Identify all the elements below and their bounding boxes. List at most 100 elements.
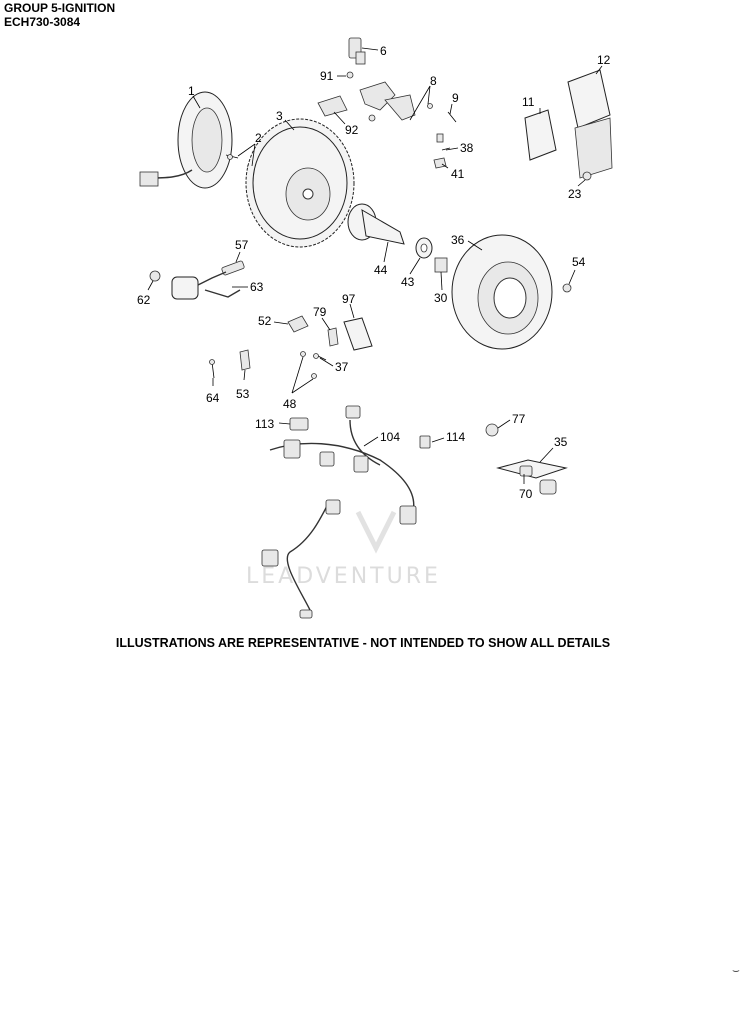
part-sensor[interactable] [348, 37, 366, 65]
part-41-clip[interactable] [433, 157, 447, 169]
svg-text:38: 38 [460, 141, 474, 155]
callout-77[interactable]: 77 [497, 412, 526, 429]
callout-92[interactable]: 92 [333, 111, 359, 137]
svg-text:6: 6 [380, 44, 387, 58]
part-43-washer[interactable] [415, 237, 433, 259]
callout-64[interactable]: 64 [206, 378, 220, 405]
svg-text:43: 43 [401, 275, 415, 289]
watermark-text: LEADVENTURE [246, 564, 441, 589]
disclaimer-note: ILLUSTRATIONS ARE REPRESENTATIVE - NOT I… [115, 636, 611, 650]
part-52-pad[interactable] [287, 315, 309, 333]
svg-text:48: 48 [283, 397, 297, 411]
svg-text:37: 37 [335, 360, 349, 374]
callout-30[interactable]: 30 [434, 271, 448, 305]
part-12-ecu-module[interactable] [567, 69, 613, 179]
svg-text:79: 79 [313, 305, 327, 319]
svg-text:97: 97 [342, 292, 356, 306]
group-title: GROUP 5-IGNITION [4, 1, 116, 15]
callout-57[interactable]: 57 [235, 238, 249, 263]
callout-97[interactable]: 97 [342, 292, 356, 319]
callout-9[interactable]: 9 [449, 91, 459, 115]
part-38-screw[interactable] [436, 133, 451, 151]
part-8-bracket[interactable] [359, 81, 433, 122]
callout-36[interactable]: 36 [451, 233, 483, 251]
svg-text:70: 70 [519, 487, 533, 501]
callout-41[interactable]: 41 [441, 163, 465, 181]
part-9-screw[interactable] [447, 111, 457, 123]
svg-text:92: 92 [345, 123, 359, 137]
part-57-spark-plug[interactable] [221, 260, 245, 276]
part-62-clip[interactable] [149, 270, 161, 282]
callout-63[interactable]: 63 [232, 280, 264, 294]
callout-113[interactable]: 113 [255, 417, 291, 431]
callout-6[interactable]: 6 [361, 44, 387, 58]
model-code: ECH730-3084 [4, 15, 81, 29]
svg-text:44: 44 [374, 263, 388, 277]
svg-text:77: 77 [512, 412, 526, 426]
callout-52[interactable]: 52 [258, 314, 289, 328]
callout-2[interactable]: 2 [237, 131, 262, 167]
part-30-nut[interactable] [434, 257, 448, 273]
part-92-bracket[interactable] [317, 95, 348, 117]
callout-23[interactable]: 23 [568, 179, 586, 201]
part-70-relay[interactable] [519, 465, 557, 495]
part-48-screws[interactable] [300, 351, 317, 379]
svg-text:36: 36 [451, 233, 465, 247]
svg-text:3: 3 [276, 109, 283, 123]
callout-114[interactable]: 114 [431, 430, 465, 444]
part-79-terminal[interactable] [327, 327, 339, 347]
callout-62[interactable]: 62 [137, 280, 154, 307]
callout-12[interactable]: 12 [595, 53, 611, 75]
callout-35[interactable]: 35 [539, 435, 568, 463]
part-stator[interactable] [139, 91, 233, 189]
callout-104[interactable]: 104 [363, 430, 400, 447]
part-113-connector[interactable] [289, 417, 309, 431]
svg-text:2: 2 [255, 131, 262, 145]
part-97-regulator[interactable] [343, 317, 373, 351]
callouts: 1 2 3 6 91 8 9 92 12 11 38 41 23 57 62 6… [137, 44, 611, 501]
watermark: LEADVENTURE [246, 510, 441, 589]
svg-text:8: 8 [430, 74, 437, 88]
callout-54[interactable]: 54 [568, 255, 586, 285]
exploded-parts-diagram: LEADVENTURE [137, 37, 613, 619]
part-53-bracket[interactable] [239, 349, 251, 371]
part-91[interactable] [346, 71, 354, 79]
svg-text:1: 1 [188, 84, 195, 98]
svg-text:53: 53 [236, 387, 250, 401]
part-64-screw[interactable] [209, 359, 215, 379]
callout-79[interactable]: 79 [313, 305, 331, 331]
part-37-screw[interactable] [313, 353, 327, 361]
part-44-shaft[interactable] [347, 203, 405, 245]
callout-43[interactable]: 43 [401, 257, 421, 289]
svg-text:11: 11 [522, 95, 535, 109]
svg-text:62: 62 [137, 293, 151, 307]
part-77-clip[interactable] [485, 423, 499, 437]
part-114-connector[interactable] [419, 435, 431, 449]
callout-48[interactable]: 48 [283, 356, 314, 411]
callout-38[interactable]: 38 [445, 141, 474, 155]
svg-text:104: 104 [380, 430, 400, 444]
callout-91[interactable]: 91 [320, 69, 346, 83]
callout-8[interactable]: 8 [409, 74, 437, 121]
part-23-screw[interactable] [582, 171, 592, 181]
svg-text:23: 23 [568, 187, 582, 201]
callout-44[interactable]: 44 [374, 241, 389, 277]
part-36-fan[interactable] [451, 234, 553, 350]
part-104-wiring-harness[interactable] [261, 405, 417, 619]
callout-70[interactable]: 70 [519, 474, 533, 501]
svg-text:64: 64 [206, 391, 220, 405]
svg-text:63: 63 [250, 280, 264, 294]
svg-text:57: 57 [235, 238, 249, 252]
callout-1[interactable]: 1 [188, 84, 201, 109]
part-flywheel[interactable] [245, 118, 355, 248]
callout-37[interactable]: 37 [319, 357, 349, 374]
callout-3[interactable]: 3 [276, 109, 295, 131]
callout-53[interactable]: 53 [236, 369, 250, 401]
svg-text:41: 41 [451, 167, 465, 181]
svg-text:114: 114 [446, 430, 465, 444]
svg-text:30: 30 [434, 291, 448, 305]
part-54-nut[interactable] [562, 283, 572, 293]
part-63-ignition-coil[interactable] [171, 271, 241, 300]
callout-11[interactable]: 11 [522, 95, 541, 114]
part-11-bracket[interactable] [524, 109, 557, 161]
